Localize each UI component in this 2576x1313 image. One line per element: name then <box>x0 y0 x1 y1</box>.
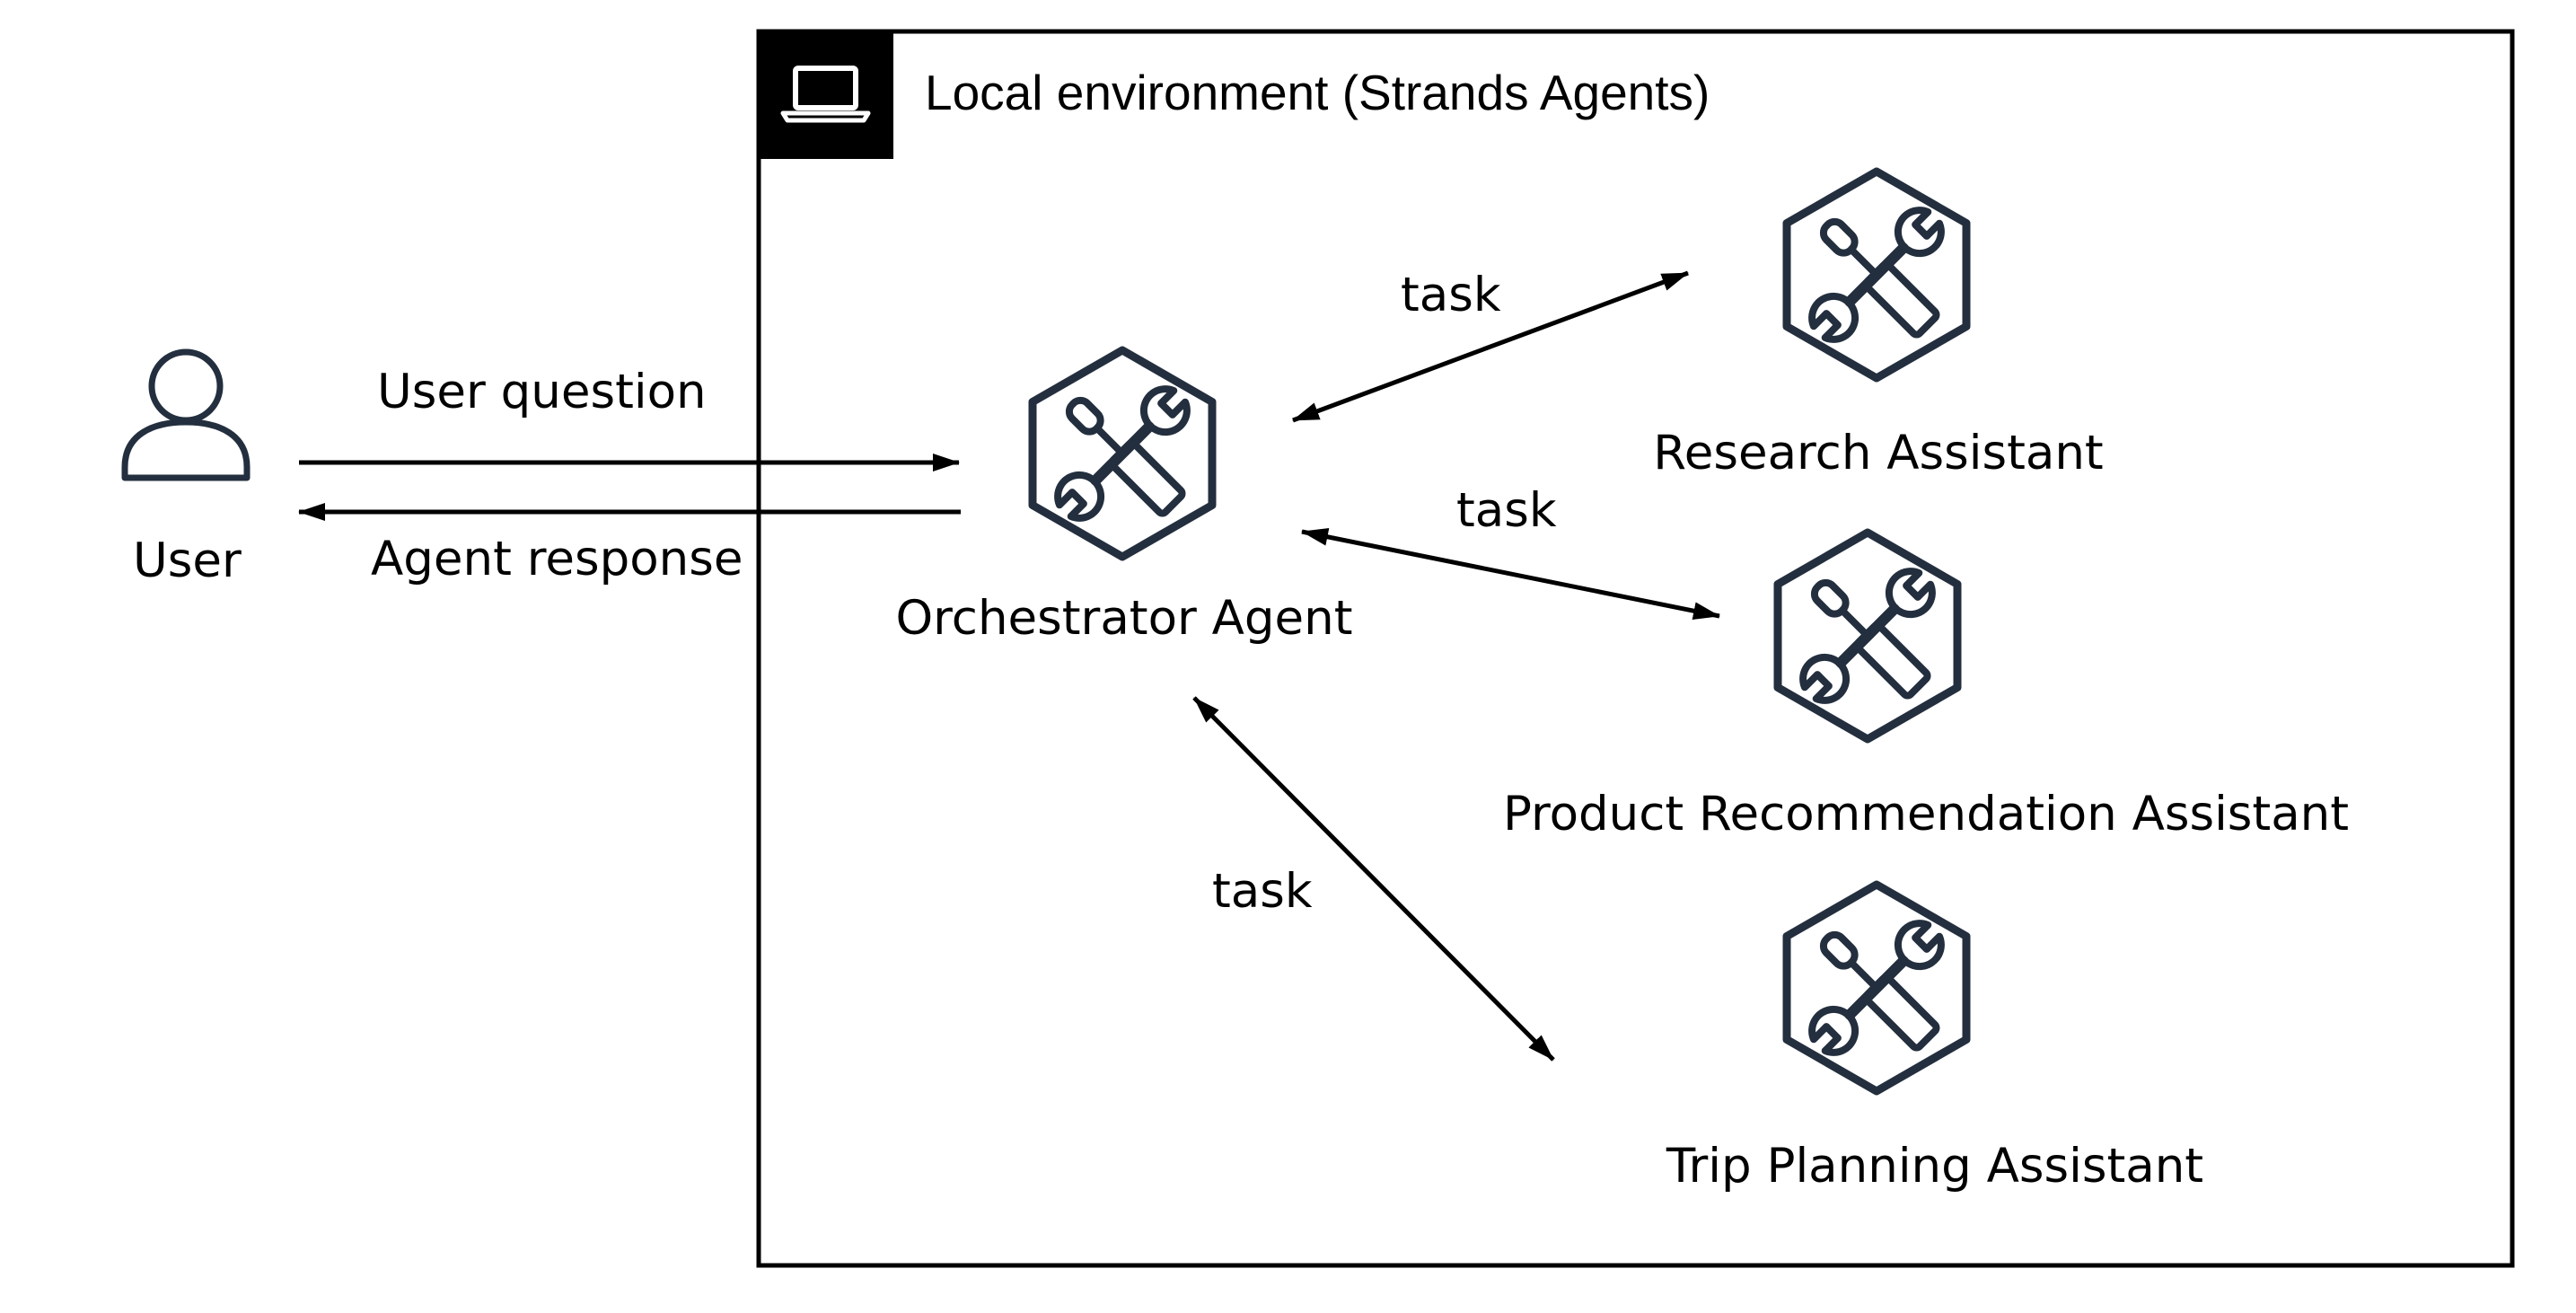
task-arrow-trip <box>1192 696 1555 1062</box>
user-question-label: User question <box>377 365 707 419</box>
orchestrator-agent-label: Orchestrator Agent <box>895 591 1353 646</box>
task-arrow-product <box>1301 527 1720 621</box>
trip-planning-assistant-label: Trip Planning Assistant <box>1666 1139 2204 1194</box>
research-assistant-icon <box>1787 172 1966 378</box>
task-label-research: task <box>1401 268 1501 322</box>
agent-response-label: Agent response <box>371 532 743 586</box>
task-label-trip: task <box>1212 864 1313 919</box>
user-icon <box>121 348 251 481</box>
orchestrator-agent-icon <box>1033 350 1212 557</box>
product-recommendation-assistant-icon <box>1778 533 1957 739</box>
task-label-product: task <box>1456 483 1557 538</box>
research-assistant-label: Research Assistant <box>1653 426 2104 480</box>
local-environment-container <box>756 29 2515 1268</box>
container-title: Local environment (Strands Agents) <box>925 65 1710 120</box>
laptop-icon <box>759 31 893 159</box>
user-label: User <box>133 533 242 588</box>
task-arrow-research <box>1292 270 1689 423</box>
trip-planning-assistant-icon <box>1787 885 1966 1091</box>
product-recommendation-assistant-label: Product Recommendation Assistant <box>1502 787 2350 842</box>
